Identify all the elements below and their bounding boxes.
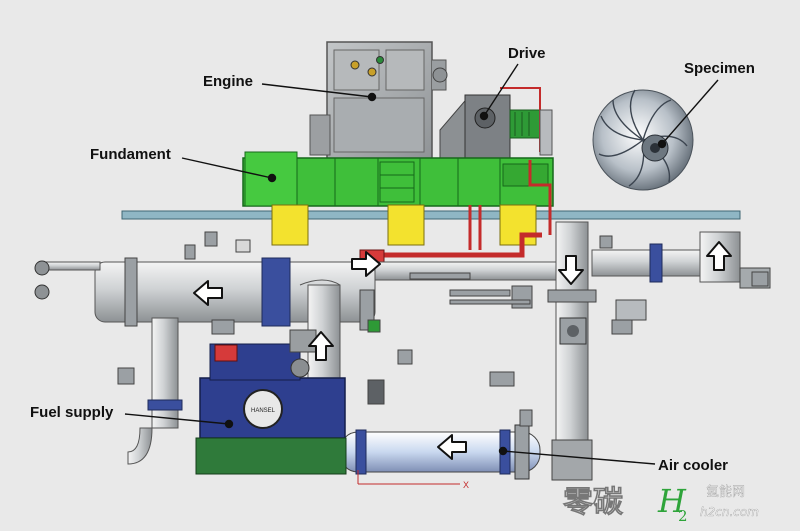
label-drive: Drive bbox=[508, 45, 546, 62]
drive bbox=[439, 87, 553, 161]
specimen-wheel bbox=[592, 89, 694, 191]
instrumentation bbox=[117, 231, 769, 427]
arrow-up-icon bbox=[706, 241, 732, 271]
arrow-right-icon bbox=[351, 251, 381, 277]
arrow-left-icon bbox=[437, 434, 467, 460]
flow-arrows bbox=[193, 241, 732, 460]
label-fundament: Fundament bbox=[90, 146, 171, 163]
watermark-side-bottom: h2cn.com bbox=[700, 505, 759, 519]
yellow-pedestals bbox=[271, 204, 537, 246]
fundament bbox=[242, 151, 554, 207]
arrow-left-icon bbox=[193, 280, 223, 306]
arrow-up-icon bbox=[308, 331, 334, 361]
axis-letter: X bbox=[463, 480, 469, 490]
watermark-side-top: 氢能网 bbox=[706, 485, 745, 500]
label-specimen: Specimen bbox=[684, 60, 755, 77]
label-fuel-supply: Fuel supply bbox=[30, 404, 114, 421]
arrow-down-icon bbox=[558, 255, 584, 285]
watermark-h: H bbox=[657, 482, 687, 520]
watermark-main: 零碳 bbox=[563, 485, 624, 520]
support-beam bbox=[121, 210, 741, 220]
leader-lines bbox=[124, 63, 719, 465]
label-engine: Engine bbox=[203, 73, 253, 90]
watermark-sub: 2 bbox=[678, 507, 688, 525]
fuel-supply: HANSEL bbox=[195, 329, 347, 475]
watermark: 零碳 H 2 氢能网 h2cn.com bbox=[563, 482, 759, 525]
main-pipe bbox=[34, 231, 771, 327]
engine bbox=[309, 41, 448, 161]
label-air-cooler: Air cooler bbox=[658, 457, 728, 474]
left-downpipe bbox=[127, 317, 183, 465]
axis-marker: X bbox=[357, 470, 469, 490]
fuel-plate-text: HANSEL bbox=[251, 408, 276, 414]
